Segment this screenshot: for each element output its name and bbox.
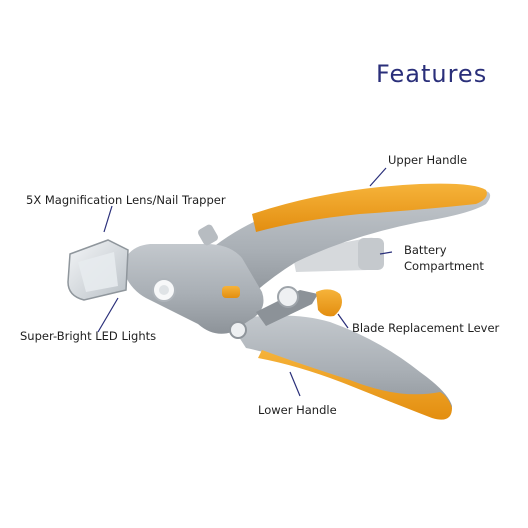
leader-blade bbox=[337, 313, 349, 329]
label-upper-handle: Upper Handle bbox=[388, 153, 468, 167]
label-blade: Blade Replacement Lever bbox=[352, 321, 500, 335]
led-light bbox=[152, 278, 176, 302]
clipper-head bbox=[122, 224, 264, 334]
blade-replacement-lever bbox=[256, 286, 342, 326]
label-led: Super-Bright LED Lights bbox=[20, 329, 157, 343]
lower-handle bbox=[228, 315, 452, 420]
leader-upper-handle bbox=[369, 167, 387, 187]
leader-battery bbox=[379, 251, 393, 255]
leader-lower-handle bbox=[289, 371, 301, 397]
label-lens: 5X Magnification Lens/Nail Trapper bbox=[26, 193, 226, 207]
leader-led bbox=[97, 297, 119, 333]
label-battery-line1: Battery bbox=[404, 243, 447, 257]
page-title: Features bbox=[376, 60, 488, 88]
label-battery-line2: Compartment bbox=[404, 259, 484, 273]
battery-compartment bbox=[292, 237, 384, 272]
lock-button bbox=[222, 286, 240, 298]
magnification-lens bbox=[67, 239, 129, 301]
upper-handle bbox=[196, 183, 491, 300]
leader-lens bbox=[103, 205, 113, 233]
label-lower-handle: Lower Handle bbox=[258, 403, 337, 417]
pivot-screw bbox=[229, 321, 247, 339]
